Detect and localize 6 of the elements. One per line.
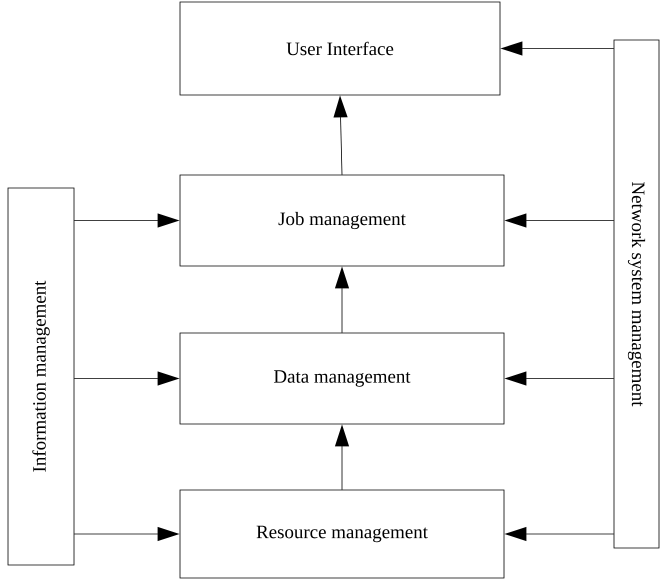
process-box: Resource management bbox=[180, 490, 504, 578]
process-box: User Interface bbox=[180, 2, 500, 96]
process-box: Information management bbox=[8, 188, 74, 566]
process-box: Data management bbox=[180, 332, 504, 424]
process-box: Network system management bbox=[614, 40, 660, 548]
process-box: Job management bbox=[180, 174, 504, 266]
